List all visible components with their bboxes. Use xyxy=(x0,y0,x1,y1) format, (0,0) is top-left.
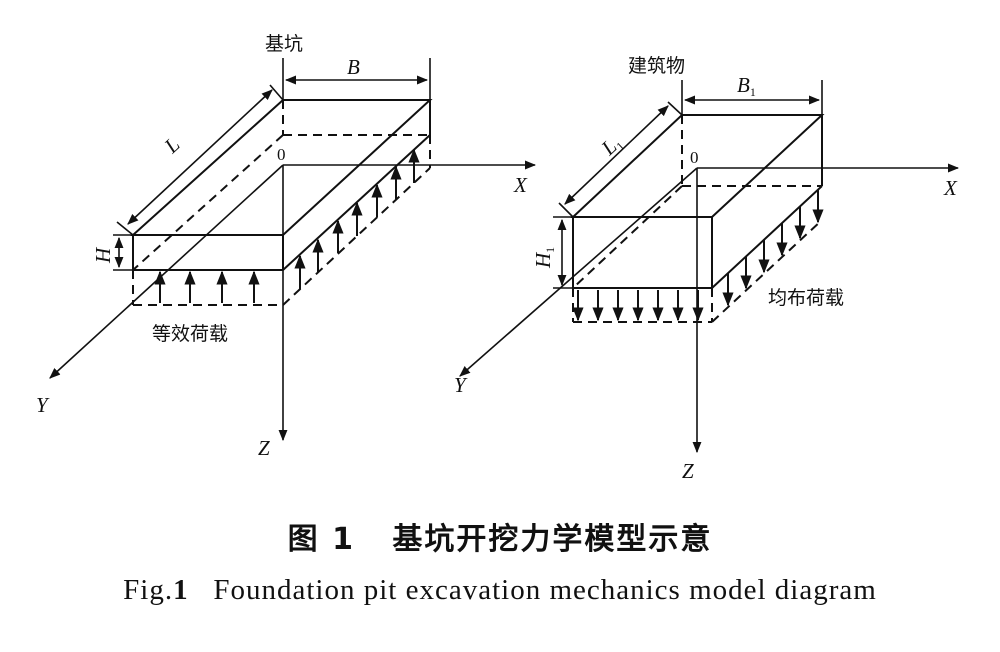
right-dim-h-letter: H xyxy=(531,251,555,269)
right-title: 建筑物 xyxy=(628,55,685,77)
right-hidden-diagonal xyxy=(572,185,683,289)
right-load-arrows-side xyxy=(722,190,824,307)
caption-en-prefix: Fig. xyxy=(123,574,174,606)
caption-cn-text: 基坑开挖力学模型示意 xyxy=(392,522,713,557)
left-y-axis xyxy=(49,164,284,379)
caption-en-text: Foundation pit excavation mechanics mode… xyxy=(213,574,877,606)
left-top-face xyxy=(130,99,433,236)
left-dim-l-label: L xyxy=(159,132,185,158)
caption-chinese: 图 1 基坑开挖力学模型示意 xyxy=(0,514,1000,558)
left-origin-label: 0 xyxy=(277,145,286,164)
left-dim-h-label: H xyxy=(91,246,115,264)
left-dim-l-arrow xyxy=(127,89,273,225)
right-dim-b-label: B1 xyxy=(737,73,756,99)
right-z-label: Z xyxy=(682,459,694,483)
right-model: 建筑物 B1 L1 H1 0 X Y Z 均布荷载 xyxy=(454,55,960,483)
left-right-bottom-edge xyxy=(282,134,431,271)
left-dim-b-label: B xyxy=(347,55,360,79)
left-dim-l-ext1 xyxy=(269,84,284,101)
right-side-bottom-edge xyxy=(711,185,823,289)
left-load-bottom-side xyxy=(282,167,431,306)
caption-cn-prefix: 图 1 xyxy=(287,522,355,557)
left-z-label: Z xyxy=(258,436,270,460)
right-load-label: 均布荷载 xyxy=(768,287,844,309)
right-dim-l-ext2 xyxy=(558,202,574,218)
right-y-label: Y xyxy=(454,373,468,397)
right-dim-b-sub: 1 xyxy=(750,85,756,99)
right-dim-l-ext1 xyxy=(667,101,683,116)
left-load-arrows-front xyxy=(154,270,260,303)
left-title: 基坑 xyxy=(265,33,303,55)
right-dim-b-letter: B xyxy=(737,73,750,97)
left-x-label: X xyxy=(513,173,528,197)
right-x-label: X xyxy=(943,176,958,200)
left-load-arrows-side xyxy=(294,148,420,289)
left-hidden-diagonal xyxy=(132,134,284,271)
model-diagram: 基坑 B L H 0 X Y Z 等效荷载 xyxy=(36,33,960,483)
caption-english: Fig.1 Foundation pit excavation mechanic… xyxy=(0,574,1000,607)
right-load-arrows-front xyxy=(572,290,704,322)
caption-en-num: 1 xyxy=(173,574,189,606)
right-dim-l-label: L1 xyxy=(596,130,627,162)
left-dim-l-ext2 xyxy=(116,221,134,236)
left-load-label: 等效荷载 xyxy=(152,323,228,345)
right-y-axis xyxy=(459,167,698,377)
right-dim-h-label: H1 xyxy=(531,247,557,269)
right-dim-l-arrow xyxy=(564,105,669,205)
left-y-label: Y xyxy=(36,393,50,417)
right-origin-label: 0 xyxy=(690,148,699,167)
right-dim-h-sub: 1 xyxy=(543,247,557,253)
